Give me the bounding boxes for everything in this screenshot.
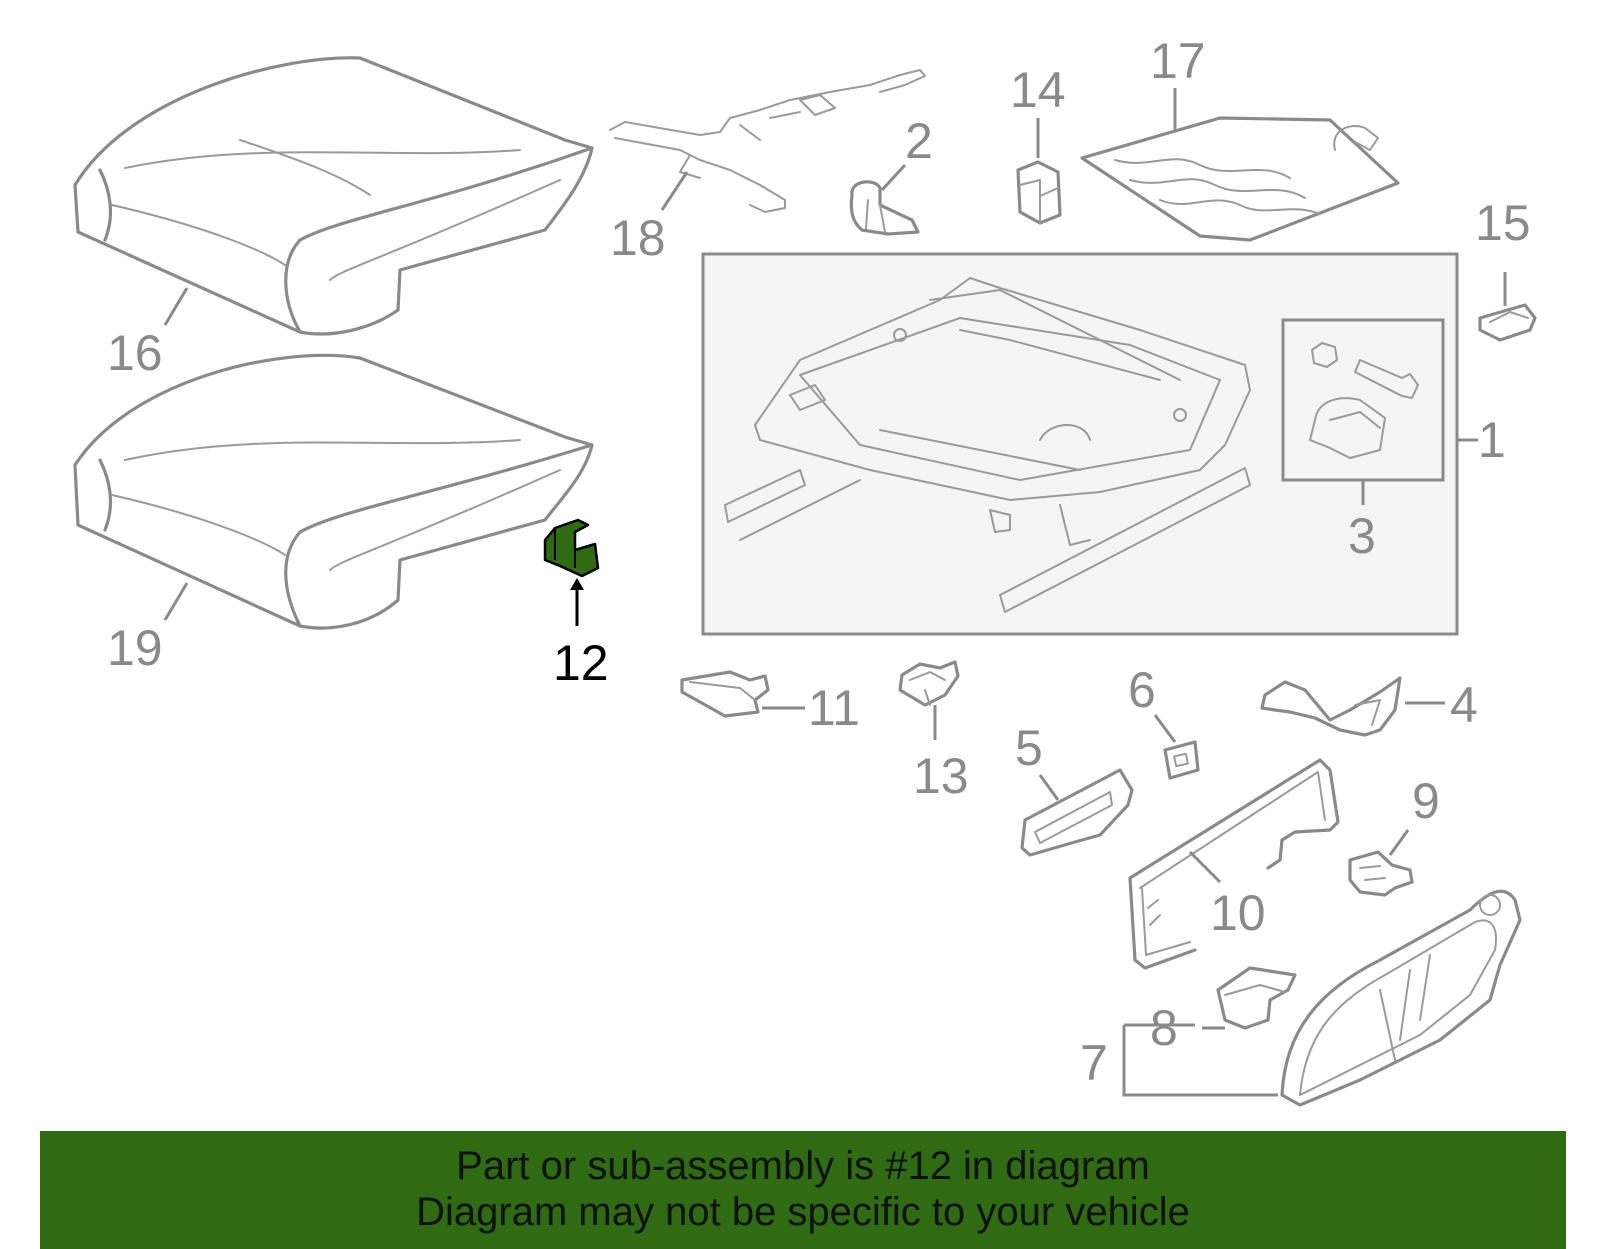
leader-19 <box>163 582 189 621</box>
part-6-nut[interactable] <box>1163 740 1200 780</box>
part-13-clip[interactable] <box>898 660 960 707</box>
leader-7 <box>1122 1023 1278 1097</box>
part-10-wire-frame[interactable] <box>1128 758 1340 970</box>
part-15-clip[interactable] <box>1478 303 1537 342</box>
label-19: 19 <box>107 620 163 676</box>
part-7-side-shield[interactable] <box>1280 889 1522 1107</box>
part-8-insert[interactable] <box>1216 966 1297 1030</box>
banner-line-1: Part or sub-assembly is #12 in diagram <box>456 1144 1150 1188</box>
label-15: 15 <box>1475 195 1531 251</box>
part-17-heater-pad[interactable] <box>1080 116 1400 242</box>
label-8: 8 <box>1150 1000 1178 1056</box>
label-13: 13 <box>913 748 969 804</box>
label-2: 2 <box>905 113 933 169</box>
part-12-bracket[interactable] <box>543 518 600 578</box>
parts-diagram: 16 19 18 2 14 17 <box>73 33 1537 1107</box>
leader-12-arrow <box>570 578 584 590</box>
label-7: 7 <box>1080 1035 1108 1091</box>
label-9: 9 <box>1412 773 1440 829</box>
leader-10 <box>1188 850 1222 884</box>
leader-5 <box>1038 774 1060 801</box>
part-14-clip[interactable] <box>1016 160 1062 225</box>
leader-16 <box>163 287 189 326</box>
label-18: 18 <box>610 210 666 266</box>
part-2-grommet[interactable] <box>849 180 920 236</box>
label-5: 5 <box>1015 720 1043 776</box>
label-4: 4 <box>1450 677 1478 733</box>
leader-2 <box>880 163 907 192</box>
banner-line-2: Diagram may not be specific to your vehi… <box>416 1190 1190 1234</box>
label-10: 10 <box>1210 885 1266 941</box>
info-banner: Part or sub-assembly is #12 in diagram D… <box>40 1131 1566 1249</box>
label-1: 1 <box>1478 412 1506 468</box>
label-3: 3 <box>1348 508 1376 564</box>
leader-6 <box>1153 714 1177 743</box>
label-16: 16 <box>107 325 163 381</box>
label-11: 11 <box>808 680 860 736</box>
part-4-trim-cable[interactable] <box>1260 676 1402 737</box>
label-6: 6 <box>1128 662 1156 718</box>
part-1-frame-box[interactable] <box>701 252 1459 636</box>
label-14: 14 <box>1010 62 1066 118</box>
part-11-bracket[interactable] <box>680 670 770 718</box>
part-5-handle[interactable] <box>1020 768 1134 857</box>
part-19-cushion-cover[interactable] <box>73 353 594 630</box>
part-1-seat-frame <box>724 277 1251 613</box>
leader-9 <box>1388 829 1410 856</box>
label-12: 12 <box>553 635 609 691</box>
part-3-hardware <box>1309 342 1419 459</box>
part-9-push-clip[interactable] <box>1348 850 1414 897</box>
leader-18 <box>660 171 689 211</box>
part-16-seat-cushion[interactable] <box>73 56 594 336</box>
label-17: 17 <box>1150 33 1206 89</box>
part-18-wiring-harness[interactable] <box>609 69 926 213</box>
